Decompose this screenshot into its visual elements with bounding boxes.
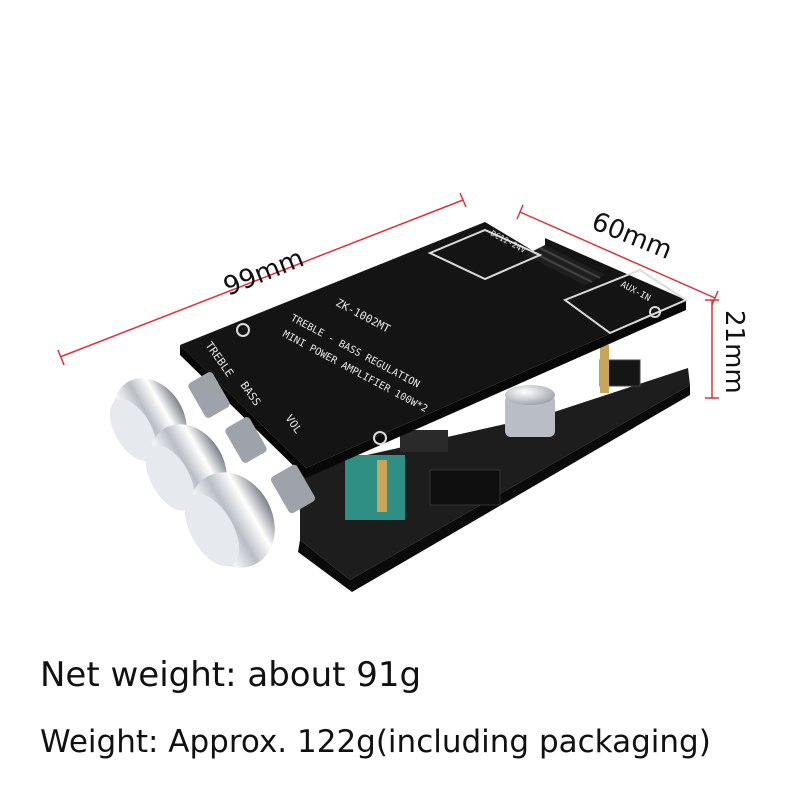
mount-hole bbox=[373, 431, 387, 445]
aux-box bbox=[562, 268, 689, 335]
power-icon-box bbox=[427, 228, 543, 281]
height-label: 21mm bbox=[719, 310, 749, 394]
chip bbox=[429, 469, 501, 506]
net-weight-caption: Net weight: about 91g bbox=[40, 655, 422, 695]
length-label: 99mm bbox=[219, 243, 308, 302]
knob-volume[interactable] bbox=[172, 457, 316, 584]
dimension-height: 21mm bbox=[705, 299, 749, 399]
standoffs bbox=[377, 345, 609, 512]
mount-hole bbox=[236, 323, 250, 337]
green-connector bbox=[345, 455, 405, 520]
capacitor bbox=[505, 385, 555, 437]
heatsink bbox=[525, 245, 605, 285]
width-label: 60mm bbox=[587, 207, 676, 266]
chip bbox=[400, 430, 448, 452]
gross-weight-caption: Weight: Approx. 122g(including packaging… bbox=[40, 724, 711, 760]
knob-treble[interactable] bbox=[99, 365, 232, 475]
